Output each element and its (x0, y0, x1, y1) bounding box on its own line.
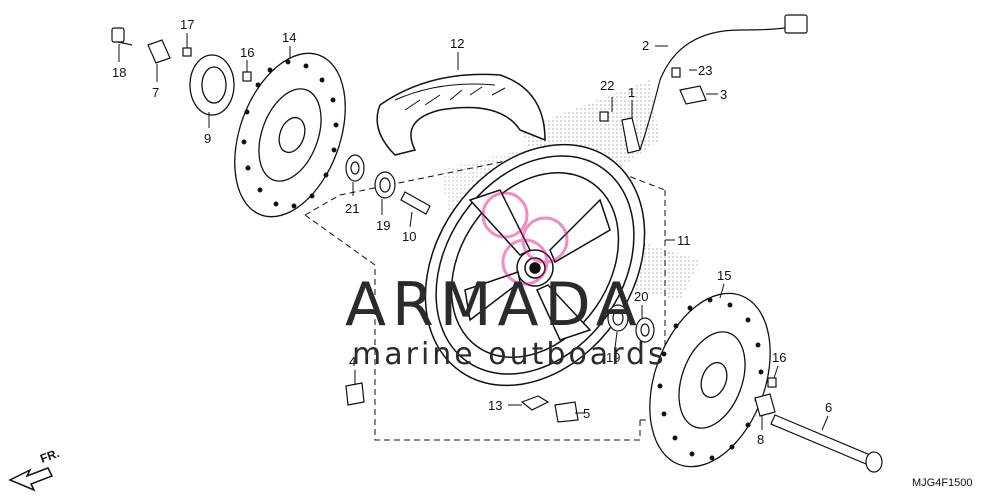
callout-8: 8 (757, 432, 764, 447)
callout-5: 5 (583, 406, 590, 421)
callout-20: 20 (634, 289, 648, 304)
callout-2: 2 (642, 38, 649, 53)
callout-17: 17 (180, 17, 194, 32)
callout-leaders (118, 33, 829, 431)
callout-16-right: 16 (772, 350, 786, 365)
direction-label: FR. (38, 446, 61, 466)
callout-9: 9 (204, 131, 211, 146)
callout-22: 22 (600, 78, 614, 93)
callout-12: 12 (450, 36, 464, 51)
callout-15: 15 (717, 268, 731, 283)
callout-4: 4 (349, 354, 356, 369)
callout-3: 3 (720, 87, 727, 102)
arrow-icon (8, 467, 54, 492)
callout-14: 14 (282, 30, 296, 45)
callout-16-left: 16 (240, 45, 254, 60)
watermark-brand: ARMADA (345, 270, 643, 340)
callout-10: 10 (402, 229, 416, 244)
callout-13: 13 (488, 398, 502, 413)
diagram-code: MJG4F1500 (912, 477, 973, 489)
callout-19-right: 19 (606, 350, 620, 365)
callout-1: 1 (628, 85, 635, 100)
watermark-tagline: marine outboards (352, 337, 667, 372)
callout-21: 21 (345, 201, 359, 216)
watermark: ARMADA marine outboards (345, 191, 667, 372)
front-direction-arrow: FR. (8, 446, 61, 492)
callout-19-left: 19 (376, 218, 390, 233)
callout-18: 18 (112, 65, 126, 80)
small-parts (111, 14, 883, 473)
callout-6: 6 (825, 400, 832, 415)
callout-11: 11 (677, 233, 691, 248)
tire (376, 73, 546, 156)
wheel-rim (424, 143, 646, 387)
callout-labels: 18 17 7 9 16 14 12 2 23 22 1 3 21 19 10 … (112, 17, 832, 447)
pulser-ring (189, 54, 235, 116)
watermark-logo (481, 191, 569, 286)
brake-disc-left (234, 52, 346, 218)
callout-23: 23 (698, 63, 712, 78)
callout-7: 7 (152, 85, 159, 100)
